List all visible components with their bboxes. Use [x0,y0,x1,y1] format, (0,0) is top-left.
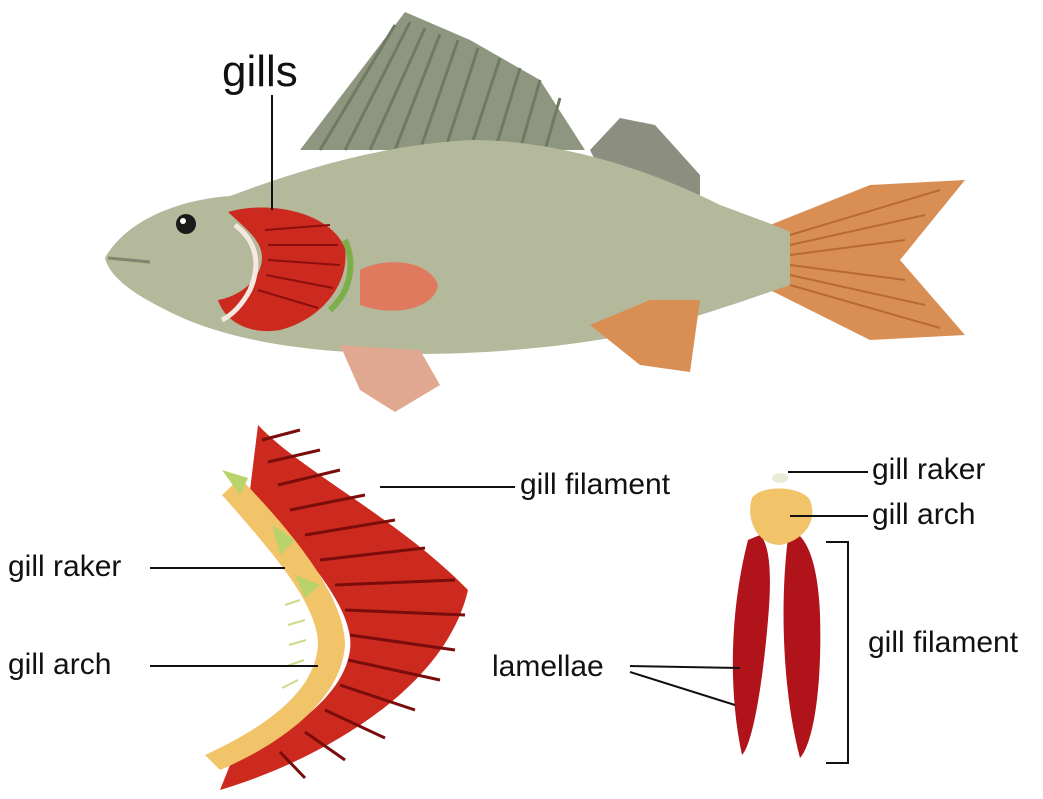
gill-filament-right-bracket [826,542,848,763]
label-gills: gills [222,50,298,94]
lamellae-line-2 [630,672,735,705]
tail-fin [770,180,965,340]
raker-bristles [282,600,306,688]
label-gill-arch-left: gill arch [8,650,111,680]
label-gill-arch-right: gill arch [872,500,975,530]
right-filament [784,532,821,758]
pelvic-fin [340,345,440,412]
left-filament [733,535,770,755]
gill-arch-crescent [205,425,468,790]
label-gill-filament-right: gill filament [868,628,1018,658]
eye [176,214,196,234]
lamellae-line-1 [630,666,740,668]
label-gill-raker-right: gill raker [872,455,985,485]
eye-highlight [180,218,186,224]
label-gill-filament-mid: gill filament [520,470,670,500]
section-raker [772,473,788,483]
label-gill-raker-left: gill raker [8,552,121,582]
label-lamellae: lamellae [492,652,604,682]
